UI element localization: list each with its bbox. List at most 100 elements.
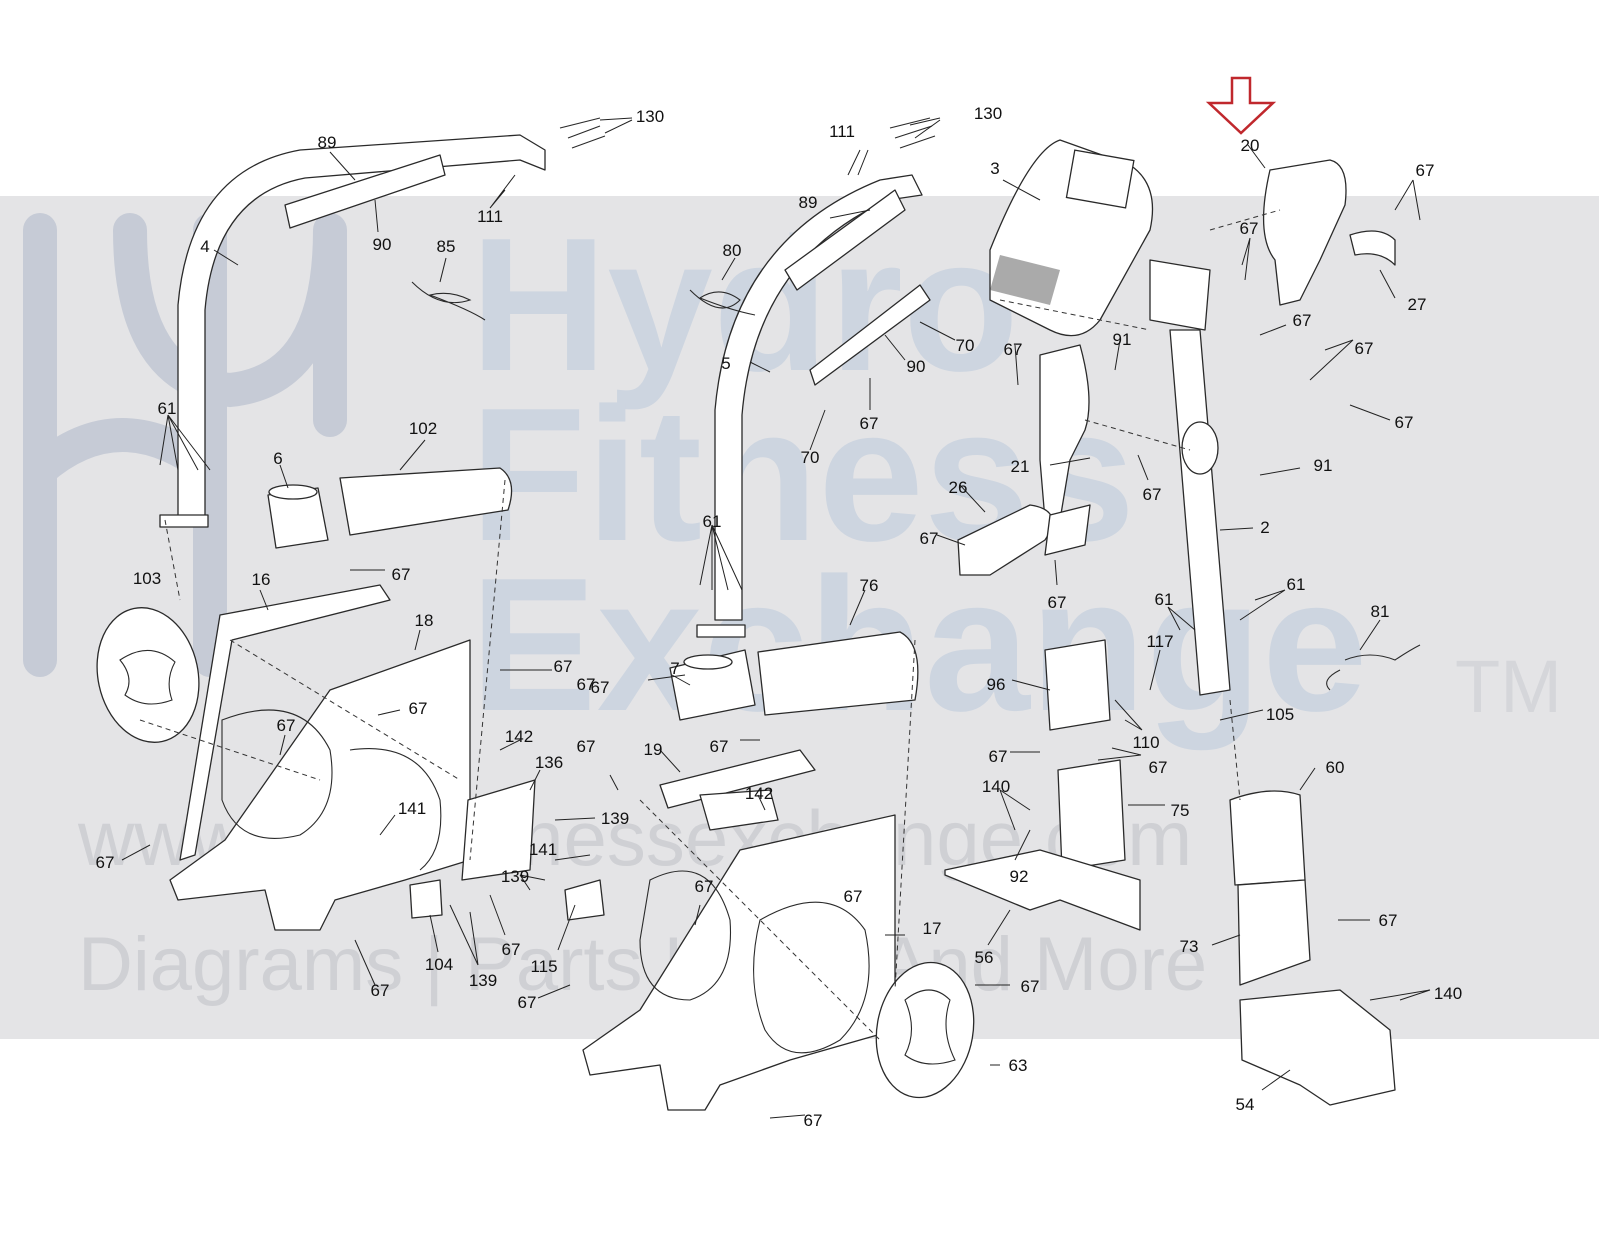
callout-67: 67 <box>1395 413 1414 432</box>
callout-89: 89 <box>318 133 337 152</box>
callout-7: 7 <box>670 659 679 678</box>
upright-2 <box>1169 329 1231 696</box>
callout-67: 67 <box>1355 339 1374 358</box>
callout-67: 67 <box>1240 219 1259 238</box>
callout-16: 16 <box>252 570 271 589</box>
callout-139: 139 <box>469 971 497 990</box>
callout-67: 67 <box>804 1111 823 1130</box>
callout-139: 139 <box>601 809 629 828</box>
disc-cover-103 <box>96 607 200 743</box>
callout-67: 67 <box>577 737 596 756</box>
console-screen <box>1065 149 1135 209</box>
right-flywheel-opening <box>753 901 870 1054</box>
base-cover-54 <box>1239 989 1396 1106</box>
callout-67: 67 <box>1149 758 1168 777</box>
pedal-link <box>1044 504 1091 556</box>
cover-60 <box>1229 790 1306 886</box>
left-flywheel-opening <box>221 709 333 839</box>
callout-70: 70 <box>801 448 820 467</box>
bracket-90 <box>809 284 931 386</box>
callout-20: 20 <box>1241 136 1260 155</box>
callout-5: 5 <box>721 354 730 373</box>
cable-80 <box>689 289 756 316</box>
callout-130: 130 <box>636 107 664 126</box>
callout-67: 67 <box>1004 340 1023 359</box>
callout-91: 91 <box>1314 456 1333 475</box>
callout-141: 141 <box>529 840 557 859</box>
bracket-142 <box>699 789 779 831</box>
cap-6-top <box>268 484 318 500</box>
callout-17: 17 <box>923 919 942 938</box>
callout-67: 67 <box>518 993 537 1012</box>
callout-67: 67 <box>577 675 596 694</box>
callout-67: 67 <box>1293 311 1312 330</box>
callout-67: 67 <box>1416 161 1435 180</box>
callout-90: 90 <box>907 357 926 376</box>
disc-cover-103-inner <box>119 649 176 705</box>
callout-73: 73 <box>1180 937 1199 956</box>
watermark-trademark: TM <box>1455 645 1562 728</box>
console-speaker-grille <box>990 255 1060 305</box>
bracket-96 <box>1044 639 1111 731</box>
callout-67: 67 <box>1048 593 1067 612</box>
callout-56: 56 <box>975 948 994 967</box>
upright-base-plate <box>159 514 209 528</box>
callout-96: 96 <box>987 675 1006 694</box>
middle-flywheel-opening <box>639 870 732 1001</box>
callout-89: 89 <box>799 193 818 212</box>
callout-141: 141 <box>398 799 426 818</box>
callout-67: 67 <box>1143 485 1162 504</box>
callout-3: 3 <box>990 159 999 178</box>
upright-mount-plate <box>1149 259 1211 331</box>
callout-75: 75 <box>1171 801 1190 820</box>
frame-19 <box>659 749 816 809</box>
callout-117: 117 <box>1146 632 1173 651</box>
callout-67: 67 <box>277 716 296 735</box>
callout-92: 92 <box>1010 867 1029 886</box>
right-assembly-drawing <box>944 139 1421 1106</box>
highlight-arrow-icon <box>1205 76 1277 135</box>
callout-91: 91 <box>1113 330 1132 349</box>
callout-61: 61 <box>703 512 722 531</box>
watermark-brand-line-3: Exchange <box>470 539 1368 751</box>
shroud-102 <box>339 467 513 536</box>
callout-103: 103 <box>133 569 161 588</box>
bolts-130 <box>559 117 606 149</box>
callout-111: 111 <box>829 122 855 141</box>
bolts-130-middle <box>889 117 936 149</box>
watermark-logo-icon <box>23 213 347 677</box>
callout-142: 142 <box>745 784 773 803</box>
callout-61: 61 <box>1155 590 1174 609</box>
bracket-104 <box>409 879 443 919</box>
callout-2: 2 <box>1260 518 1269 537</box>
callout-136: 136 <box>535 753 563 772</box>
callout-61: 61 <box>1287 575 1306 594</box>
callout-26: 26 <box>949 478 968 497</box>
callout-104: 104 <box>425 955 453 974</box>
callout-140: 140 <box>982 777 1010 796</box>
bracket-115 <box>564 879 605 921</box>
left-arc-141 <box>349 748 442 871</box>
callout-140: 140 <box>1434 984 1462 1003</box>
callout-142: 142 <box>505 727 533 746</box>
callout-67: 67 <box>1379 911 1398 930</box>
callout-67: 67 <box>1021 977 1040 996</box>
callout-63: 63 <box>1009 1056 1028 1075</box>
callout-67: 67 <box>695 877 714 896</box>
callout-67: 67 <box>844 887 863 906</box>
callout-54: 54 <box>1236 1095 1255 1114</box>
axle-91 <box>1181 421 1219 475</box>
callout-67: 67 <box>989 747 1008 766</box>
leader-lines <box>121 117 1431 1119</box>
callout-19: 19 <box>644 740 663 759</box>
callout-67: 67 <box>554 657 573 676</box>
callout-110: 110 <box>1132 733 1159 752</box>
callout-115: 115 <box>530 957 557 976</box>
bracket-16 <box>179 584 391 861</box>
callout-21: 21 <box>1011 457 1030 476</box>
middle-assembly-drawing <box>564 117 975 1111</box>
grip-89 <box>284 154 446 229</box>
callout-85: 85 <box>437 237 456 256</box>
